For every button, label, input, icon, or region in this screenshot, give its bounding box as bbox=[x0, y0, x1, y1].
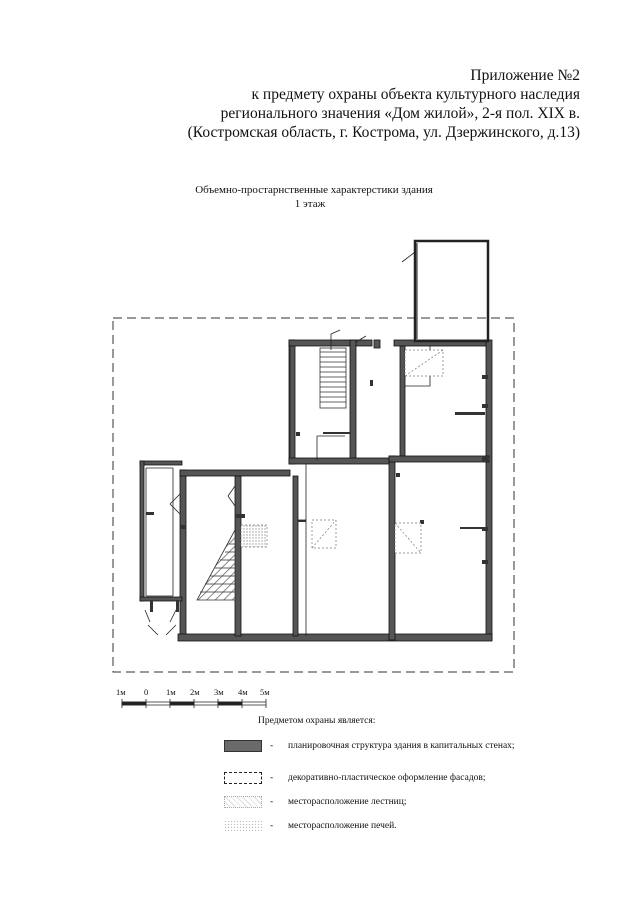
legend-text: планировочная структура здания в капитал… bbox=[288, 741, 515, 751]
scale-label: 2м bbox=[190, 687, 200, 697]
scale-label: 4м bbox=[238, 687, 248, 697]
scale-label: 1м bbox=[166, 687, 176, 697]
plan-subtitle: 1 этаж bbox=[294, 198, 326, 210]
scale-label: 3м bbox=[214, 687, 224, 697]
legend-dash: - bbox=[270, 773, 274, 783]
legend-text: месторасположение лестниц; bbox=[288, 797, 407, 807]
legend-dash: - bbox=[270, 741, 274, 751]
thin-lines bbox=[145, 346, 431, 636]
stairs bbox=[196, 347, 347, 601]
walls-swatch-icon bbox=[224, 740, 262, 752]
scale-bar bbox=[121, 699, 267, 708]
capital-walls bbox=[139, 339, 493, 642]
legend-dash: - bbox=[270, 797, 274, 807]
scale-label: 1м bbox=[116, 687, 126, 697]
scale-label: 5м bbox=[260, 687, 270, 697]
legend-text: декоративно-пластическое оформление фаса… bbox=[288, 773, 486, 783]
facade-outline bbox=[112, 317, 515, 673]
legend-title: Предметом охраны является: bbox=[258, 716, 376, 726]
legend-text: месторасположение печей. bbox=[288, 821, 397, 831]
wall-markers bbox=[146, 375, 488, 612]
stoves bbox=[240, 349, 444, 554]
header-line: к предмету охраны объекта культурного на… bbox=[251, 86, 581, 103]
rear-annex bbox=[413, 239, 490, 343]
scale-label: 0 bbox=[144, 687, 149, 697]
header-line: регионального значения «Дом жилой», 2-я … bbox=[220, 105, 580, 122]
header-line: Приложение №2 bbox=[470, 67, 580, 84]
header-line: (Костромская область, г. Кострома, ул. Д… bbox=[187, 124, 580, 141]
document-header: Приложение №2 к предмету охраны объекта … bbox=[188, 66, 580, 142]
facade-swatch-icon bbox=[224, 772, 262, 784]
stoves-swatch-icon bbox=[224, 820, 262, 832]
plan-title-line: Объемно-простарнственные характерстики з… bbox=[195, 184, 433, 196]
plan-title: Объемно-простарнственные характерстики з… bbox=[0, 183, 640, 211]
legend-dash: - bbox=[270, 821, 274, 831]
stairs-swatch-icon bbox=[224, 796, 262, 808]
door-swings bbox=[144, 251, 416, 636]
